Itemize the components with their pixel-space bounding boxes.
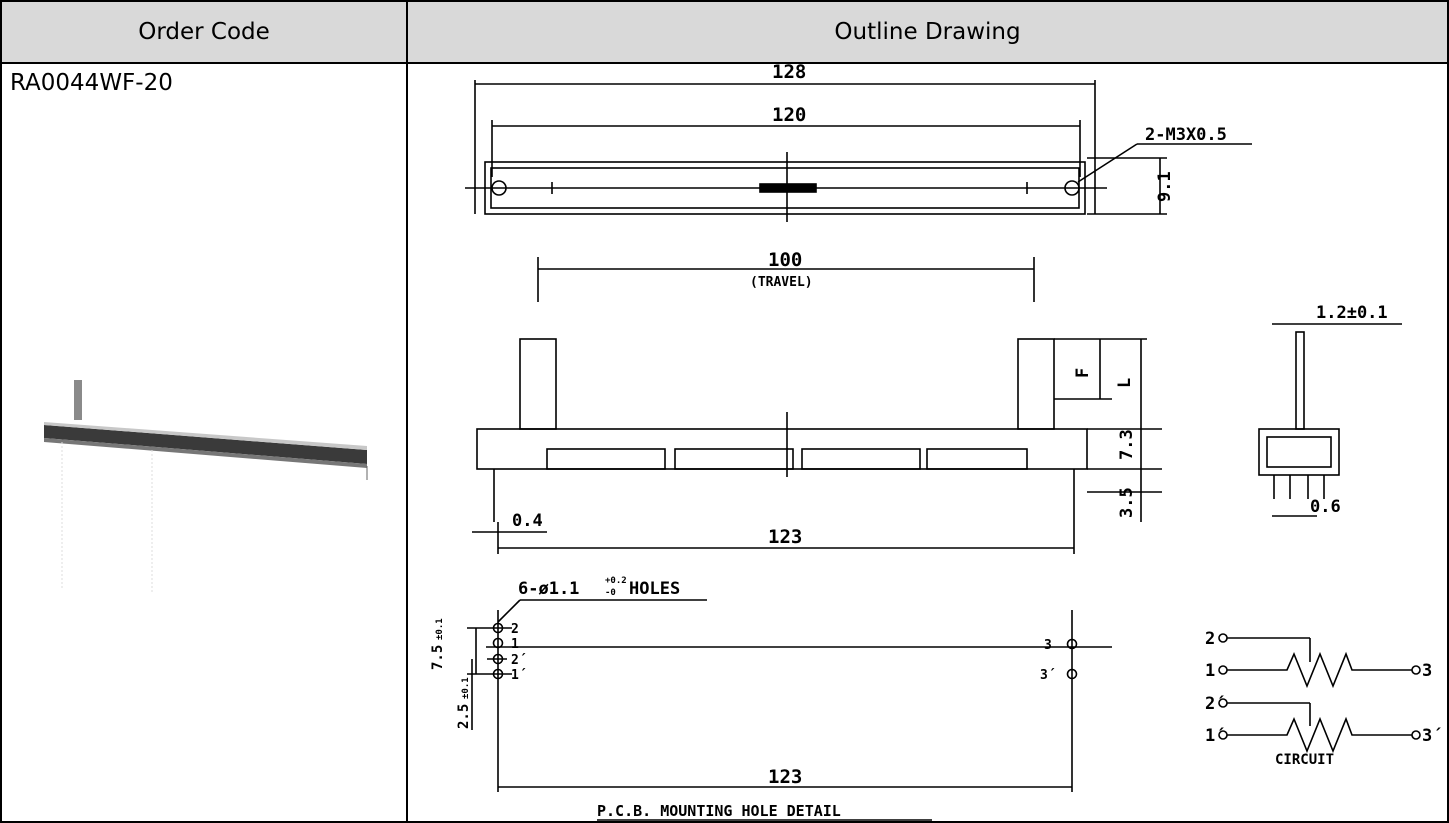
pin-label: 2 bbox=[511, 622, 519, 637]
body-image bbox=[44, 425, 367, 464]
header-order-code: Order Code bbox=[0, 0, 408, 64]
circuit-pin: 1´ bbox=[1205, 726, 1225, 746]
end-view bbox=[1258, 323, 1402, 517]
holes-callout: 6-ø1.1 bbox=[518, 579, 579, 599]
circuit-pin: 2 bbox=[1205, 629, 1215, 649]
circuit-diagram bbox=[1218, 633, 1421, 754]
dim-2-5: 2.5 bbox=[456, 704, 472, 729]
tol-7-5: ±0.1 bbox=[435, 618, 445, 640]
order-code: RA0044WF-20 bbox=[10, 70, 173, 96]
circuit-pin: 2´ bbox=[1205, 694, 1225, 714]
circuit-pin: 3 bbox=[1422, 661, 1432, 681]
dim-height: 9.1 bbox=[1155, 171, 1175, 202]
tol-2-5: ±0.1 bbox=[461, 677, 471, 699]
dim-123-pcb: 123 bbox=[768, 766, 802, 788]
travel-label: (TRAVEL) bbox=[750, 275, 813, 290]
order-code-cell: RA0044WF-20 bbox=[0, 62, 408, 823]
pcb-caption: P.C.B. MOUNTING HOLE DETAIL bbox=[597, 802, 841, 820]
circuit-pin: 3´ bbox=[1422, 726, 1442, 746]
pin-label: 1´ bbox=[511, 668, 527, 683]
dim-7-3: 7.3 bbox=[1117, 429, 1137, 460]
holes-tol-plus: +0.2 bbox=[605, 576, 627, 586]
holes-tol-minus: -0 bbox=[605, 588, 616, 598]
outline-drawing: 128 120 2-M3X0.5 9.1 100 (TRAVEL) F L 7.… bbox=[430, 64, 1442, 821]
dim-pin-width: 0.6 bbox=[1310, 497, 1341, 517]
dim-120: 120 bbox=[772, 104, 806, 126]
dim-l: L bbox=[1115, 378, 1135, 388]
header-outline-drawing: Outline Drawing bbox=[406, 0, 1449, 64]
outline-drawing-cell: 128 120 2-M3X0.5 9.1 100 (TRAVEL) F L 7.… bbox=[406, 62, 1449, 823]
dim-7-5: 7.5 bbox=[430, 645, 446, 670]
pin-label: 1 bbox=[511, 637, 519, 652]
dim-lever-width: 1.2±0.1 bbox=[1316, 303, 1388, 323]
pin-label: 3 bbox=[1044, 638, 1052, 653]
circuit-caption: CIRCUIT bbox=[1275, 752, 1334, 768]
dim-128: 128 bbox=[772, 64, 806, 83]
dim-0-4: 0.4 bbox=[512, 511, 543, 531]
screw-callout: 2-M3X0.5 bbox=[1145, 125, 1227, 145]
pin-label: 3´ bbox=[1040, 668, 1056, 683]
dim-123-side: 123 bbox=[768, 526, 802, 548]
pin-label: 2´ bbox=[511, 653, 527, 668]
dim-f: F bbox=[1073, 368, 1093, 378]
circuit-pin: 1 bbox=[1205, 661, 1215, 681]
product-photo bbox=[44, 380, 368, 592]
side-view bbox=[472, 257, 1162, 554]
top-view bbox=[465, 80, 1252, 222]
lever-image bbox=[74, 380, 82, 420]
holes-suffix: HOLES bbox=[629, 579, 680, 599]
pcb-hole-detail bbox=[467, 599, 1112, 821]
dim-3-5: 3.5 bbox=[1117, 487, 1137, 518]
dim-travel: 100 bbox=[768, 249, 802, 271]
